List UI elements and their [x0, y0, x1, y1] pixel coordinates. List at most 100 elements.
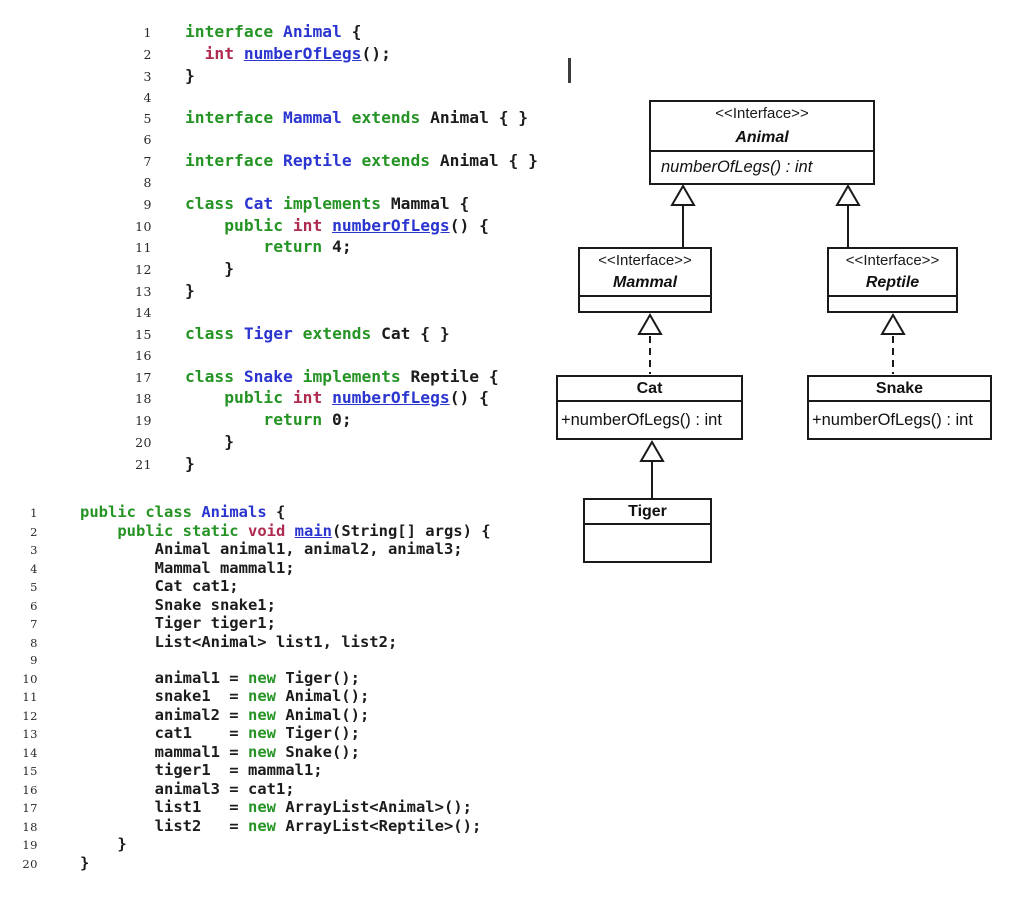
code-line: 8 List<Animal> list1, list2;	[0, 632, 491, 653]
uml-box-header: Tiger	[585, 500, 710, 523]
code-line: 6	[0, 130, 538, 151]
code-token: Mammal {	[390, 193, 470, 213]
code-token: Tiger	[243, 323, 303, 343]
code-token: Snake();	[285, 742, 360, 761]
code-token: cat1 =	[80, 724, 248, 742]
code-token: mammal1 =	[80, 742, 248, 761]
code-token: implements	[302, 366, 411, 386]
code-token: Animal();	[285, 705, 370, 724]
generalization-arrowhead-icon	[670, 184, 696, 206]
code-text: return 0;	[185, 410, 351, 431]
code-line: 12 animal2 = new Animal();	[0, 705, 491, 726]
code-token: animal3 = cat1;	[80, 779, 295, 798]
line-number: 12	[135, 262, 152, 278]
line-number: 1	[30, 506, 38, 520]
code-text: snake1 = new Animal();	[80, 687, 370, 706]
uml-box-header: Snake	[809, 377, 990, 400]
code-token	[80, 522, 117, 540]
uml-class-box-tiger: Tiger	[583, 498, 712, 563]
code-token: }	[185, 259, 235, 279]
code-token: }	[80, 853, 90, 872]
code-token: public	[224, 215, 293, 235]
code-token: class	[185, 193, 244, 213]
code-token: () {	[449, 388, 489, 408]
code-text: Tiger tiger1;	[80, 614, 276, 633]
code-token: List<Animal> list1, list2;	[80, 632, 398, 651]
code-token: Cat	[243, 193, 284, 213]
code-token: tiger1 = mammal1;	[80, 761, 323, 779]
class-name: Cat	[636, 380, 663, 397]
code-line: 21}	[0, 454, 538, 476]
code-line: 7 Tiger tiger1;	[0, 614, 491, 634]
uml-member-label	[585, 525, 710, 563]
code-text: interface Reptile extends Animal { }	[185, 151, 538, 172]
code-line: 19 return 0;	[0, 410, 538, 432]
code-text: }	[185, 259, 234, 280]
line-number: 12	[22, 708, 38, 723]
line-number: 9	[143, 196, 152, 212]
code-token: public class	[80, 503, 202, 521]
generalization-arrowhead-icon	[835, 184, 861, 206]
code-line: 17 list1 = new ArrayList<Animal>();	[0, 798, 491, 818]
code-token: Cat { }	[381, 323, 450, 343]
code-token: implements	[283, 193, 391, 213]
compartment-divider	[809, 400, 990, 402]
code-text: Animal animal1, animal2, animal3;	[80, 540, 463, 559]
stereotype-label: <<Interface>>	[598, 252, 692, 269]
line-number: 6	[30, 598, 38, 613]
code-token: animal1 =	[80, 668, 248, 687]
code-token: new	[247, 742, 286, 761]
code-text: }	[80, 853, 90, 873]
compartment-divider	[585, 523, 710, 525]
code-token: numberOfLegs	[332, 215, 450, 235]
class-name: Snake	[875, 380, 924, 397]
code-text: return 4;	[185, 237, 351, 258]
code-line: 14	[0, 303, 538, 324]
code-text: }	[80, 835, 127, 854]
code-line: 11 snake1 = new Animal();	[0, 687, 491, 707]
code-token: new	[247, 705, 286, 724]
code-text: public int numberOfLegs() {	[185, 388, 489, 409]
line-number: 11	[135, 240, 152, 256]
compartment-divider	[558, 400, 741, 402]
code-token: extends	[361, 151, 440, 171]
code-token: Snake snake1;	[80, 595, 276, 614]
line-number: 9	[30, 653, 38, 667]
code-line: 10 public int numberOfLegs() {	[0, 216, 538, 238]
line-number: 13	[22, 727, 38, 741]
line-number: 4	[30, 561, 38, 576]
code-token	[185, 44, 205, 63]
code-token: int	[292, 215, 333, 235]
uml-class-box-cat: Cat +numberOfLegs() : int	[556, 375, 743, 440]
line-number: 19	[22, 838, 38, 852]
code-text: animal1 = new Tiger();	[80, 668, 360, 688]
code-token: void	[247, 521, 295, 540]
line-number: 13	[135, 284, 152, 300]
line-number: 15	[22, 764, 38, 778]
uml-class-box-animal: <<Interface>> Animal numberOfLegs() : in…	[649, 100, 875, 185]
code-token	[185, 237, 263, 256]
code-token: }	[80, 835, 127, 853]
code-token: Animal { }	[439, 151, 538, 171]
code-line: 14 mammal1 = new Snake();	[0, 742, 491, 763]
uml-box-header: Cat	[558, 377, 741, 400]
uml-box-header: <<Interface>> Animal	[651, 102, 873, 150]
line-number: 16	[135, 347, 152, 363]
code-line: 18 list2 = new ArrayList<Reptile>();	[0, 817, 491, 837]
code-text: }	[185, 454, 195, 475]
code-line: 4 Mammal mammal1;	[0, 559, 491, 579]
code-token	[185, 216, 224, 235]
code-token: () {	[449, 215, 489, 235]
code-token: extends	[351, 108, 431, 128]
code-token: Reptile {	[410, 366, 499, 386]
line-number: 11	[22, 690, 38, 704]
code-token: main	[294, 521, 332, 540]
line-number: 1	[143, 25, 152, 40]
code-token: Reptile	[283, 151, 362, 171]
code-token: int	[292, 388, 333, 408]
